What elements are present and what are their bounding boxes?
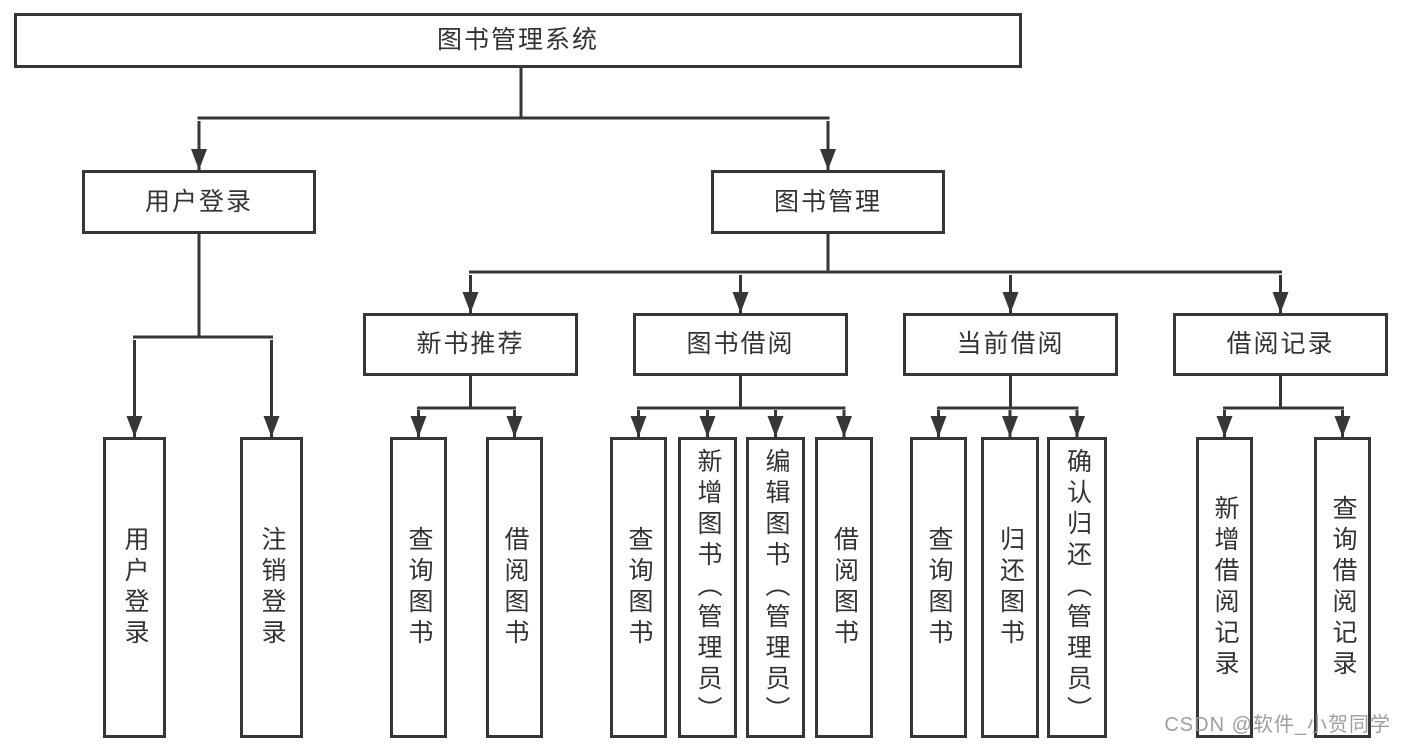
- node-label: 归还图书: [996, 525, 1025, 650]
- node-label: 查询图书: [925, 525, 953, 650]
- leaf-borrow-books-recommend: 借阅图书: [486, 437, 543, 738]
- node-borrow-records: 借阅记录: [1173, 313, 1388, 376]
- node-label: 编辑图书（管理员）: [762, 448, 790, 727]
- node-label: 查询借阅记录: [1329, 494, 1357, 681]
- node-label: 用户登录: [144, 187, 253, 216]
- node-label: 确认归还（管理员）: [1063, 448, 1092, 727]
- leaf-return-book: 归还图书: [981, 437, 1039, 738]
- node-label: 图书借阅: [686, 330, 795, 358]
- leaf-add-book-admin: 新增图书（管理员）: [678, 437, 737, 738]
- node-label: 借阅图书: [501, 525, 529, 650]
- leaf-borrow-books-borrowing: 借阅图书: [815, 437, 873, 738]
- leaf-confirm-return-admin: 确认归还（管理员）: [1047, 437, 1107, 738]
- node-label: 图书管理系统: [436, 26, 599, 54]
- node-book-borrowing: 图书借阅: [633, 313, 848, 376]
- leaf-query-borrow-record: 查询借阅记录: [1314, 437, 1371, 738]
- node-new-book-recommend: 新书推荐: [363, 313, 578, 376]
- node-label: 图书管理: [773, 187, 882, 216]
- leaf-query-books-current: 查询图书: [910, 437, 967, 738]
- node-book-management: 图书管理: [711, 170, 945, 234]
- node-label: 查询图书: [405, 525, 433, 650]
- node-label: 查询图书: [625, 525, 653, 650]
- leaf-add-borrow-record: 新增借阅记录: [1196, 437, 1253, 738]
- leaf-query-books-borrowing: 查询图书: [610, 437, 667, 738]
- node-label: 借阅记录: [1226, 330, 1335, 358]
- node-label: 新增图书（管理员）: [694, 448, 722, 727]
- watermark: CSDN @软件_小贺同学: [1164, 714, 1391, 736]
- leaf-query-books-recommend: 查询图书: [390, 437, 447, 738]
- node-label: 借阅图书: [830, 525, 859, 650]
- node-book-management-system: 图书管理系统: [14, 13, 1022, 68]
- node-label: 用户登录: [121, 525, 149, 650]
- node-user-login: 用户登录: [82, 170, 316, 234]
- node-label: 新增借阅记录: [1211, 494, 1239, 681]
- node-label: 注销登录: [258, 525, 286, 650]
- node-current-borrowing: 当前借阅: [903, 313, 1118, 376]
- node-label: 当前借阅: [956, 330, 1065, 358]
- leaf-edit-book-admin: 编辑图书（管理员）: [746, 437, 805, 738]
- leaf-logout: 注销登录: [240, 437, 303, 738]
- node-label: 新书推荐: [416, 330, 525, 358]
- leaf-user-login: 用户登录: [103, 437, 166, 738]
